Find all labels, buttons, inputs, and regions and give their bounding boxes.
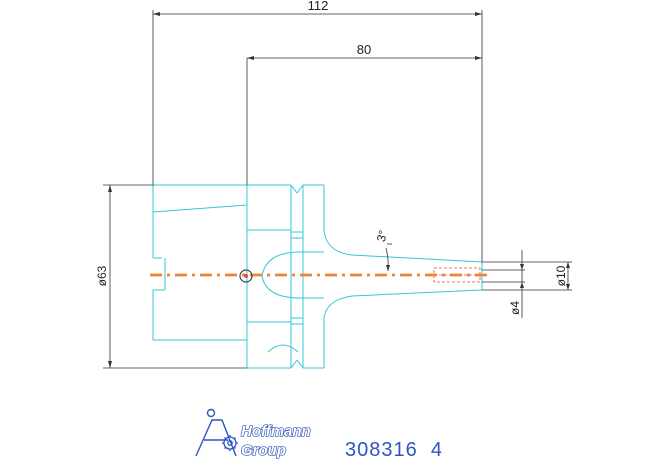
part-number: 308316 4 — [345, 439, 443, 460]
dim-gauge-length: 80 — [357, 42, 371, 57]
dim-overall-length: 112 — [308, 0, 329, 13]
dim-bore-diameter: ø4 — [508, 301, 522, 315]
dimension-arrows — [108, 12, 570, 368]
gauge-point-marker — [239, 269, 253, 283]
gear-icon — [222, 435, 238, 451]
dim-flange-diameter: ø63 — [95, 265, 109, 286]
dimension-lines — [103, 10, 572, 369]
tool-holder-outline — [152, 184, 483, 369]
brand-name-line1: Hoffmann — [241, 423, 311, 440]
dim-nose-diameter: ø10 — [554, 265, 568, 286]
dim-taper-angle: 3° — [374, 228, 391, 243]
logo-mark-icon — [195, 408, 237, 457]
hoffmann-group-logo: Hoffmann Group — [195, 408, 311, 460]
flange — [247, 184, 325, 369]
brand-name-line2: Group — [241, 442, 286, 459]
